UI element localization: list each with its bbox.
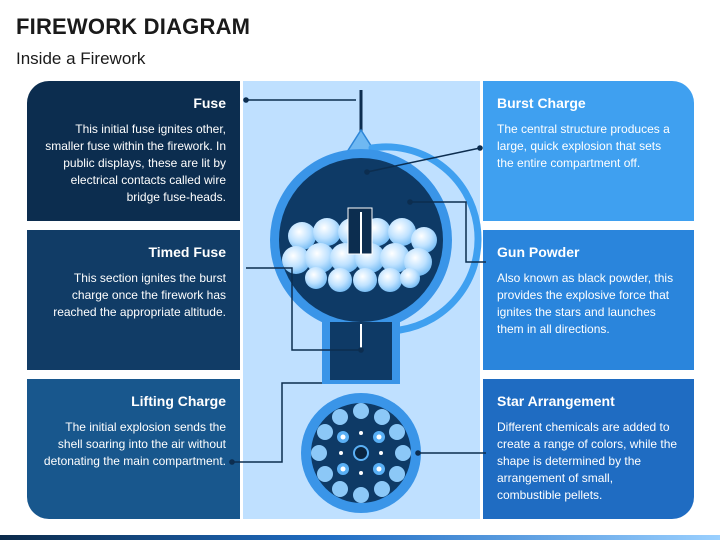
wheel-center-stars [337,431,385,475]
star-arrangement-card-title: Star Arrangement [497,393,615,409]
gun-powder-card: Gun Powder Also known as black powder, t… [483,230,694,370]
wheel-pellets [311,403,411,503]
timed-fuse-arc [368,143,482,334]
fuse-card-text: This initial fuse ignites other, smaller… [45,122,226,204]
gun-powder-card-title: Gun Powder [497,244,580,260]
burst-charge-card-title: Burst Charge [497,95,586,111]
fuse-card-title: Fuse [193,95,226,111]
burst-charge-card: Burst Charge The central structure produ… [483,81,694,221]
gun-powder-connector [410,201,486,263]
timed-fuse-card-text: This section ignites the burst charge on… [53,271,226,319]
timed-fuse-connector [246,267,361,351]
lifting-charge-card-text: The initial explosion sends the shell so… [43,420,226,468]
timed-fuse-card: Timed Fuse This section ignites the burs… [27,230,240,370]
lifting-charge-connector [232,382,322,463]
lifting-charge-card-title: Lifting Charge [131,393,226,409]
burst-charge-card-text: The central structure produces a large, … [497,122,670,170]
lifting-charge-card: Lifting Charge The initial explosion sen… [27,379,240,519]
fuse-card: Fuse This initial fuse ignites other, sm… [27,81,240,221]
gun-powder-card-text: Also known as black powder, this provide… [497,271,674,336]
page-title: FIREWORK DIAGRAM [16,14,251,39]
burst-charge-connector [366,147,481,173]
connector-lines [232,99,486,463]
bottom-accent-bar [0,535,720,540]
connector-dots [229,97,483,465]
page-subtitle: Inside a Firework [16,49,146,68]
timed-fuse-card-title: Timed Fuse [148,244,226,260]
star-arrangement-card: Star Arrangement Different chemicals are… [483,379,694,519]
star-arrangement-card-text: Different chemicals are added to create … [497,420,678,502]
